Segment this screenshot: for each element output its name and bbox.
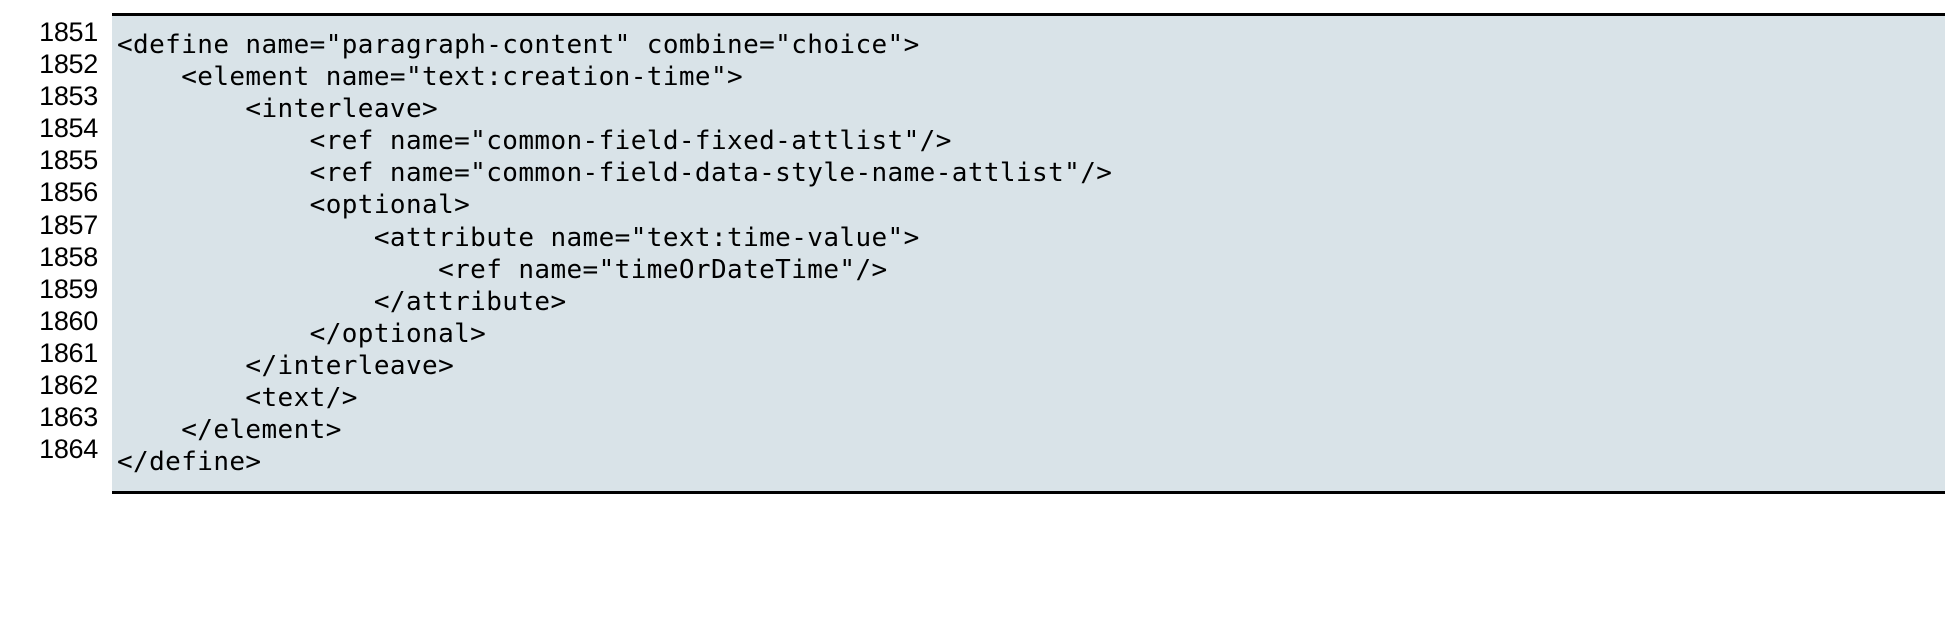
line-number: 1859: [39, 273, 98, 304]
code-line: <element name="text:creation-time">: [117, 62, 744, 93]
code-line: </interleave>: [117, 350, 455, 381]
line-number: 1853: [39, 81, 98, 112]
code-line: <ref name="common-field-fixed-attlist"/>: [117, 126, 952, 157]
line-number: 1857: [39, 209, 98, 240]
line-number: 1863: [39, 402, 98, 433]
code-panel: <define name="paragraph-content" combine…: [112, 13, 1945, 495]
code-line: <ref name="common-field-data-style-name-…: [117, 158, 1113, 189]
line-number: 1864: [39, 434, 98, 465]
line-number: 1862: [39, 370, 98, 401]
line-number: 1851: [39, 17, 98, 47]
line-number: 1852: [39, 49, 98, 80]
code-line: </attribute>: [117, 286, 567, 317]
code-line: </define>: [117, 447, 262, 478]
code-line: <attribute name="text:time-value">: [117, 222, 920, 253]
line-number: 1861: [39, 337, 98, 368]
line-number: 1855: [39, 145, 98, 176]
code-line: <define name="paragraph-content" combine…: [117, 30, 920, 60]
line-number: 1858: [39, 241, 98, 272]
code-line: <text/>: [117, 383, 358, 414]
code-line: <optional>: [117, 190, 471, 221]
code-line: </optional>: [117, 318, 487, 349]
code-line: <interleave>: [117, 94, 439, 125]
code-line: <ref name="timeOrDateTime"/>: [117, 254, 888, 285]
line-number: 1860: [39, 305, 98, 336]
line-number: 1854: [39, 113, 98, 144]
code-line: </element>: [117, 415, 342, 446]
line-number: 1856: [39, 177, 98, 208]
line-number-gutter: 1851 1852 1853 1854 1855 1856 1857 1858 …: [0, 0, 112, 466]
